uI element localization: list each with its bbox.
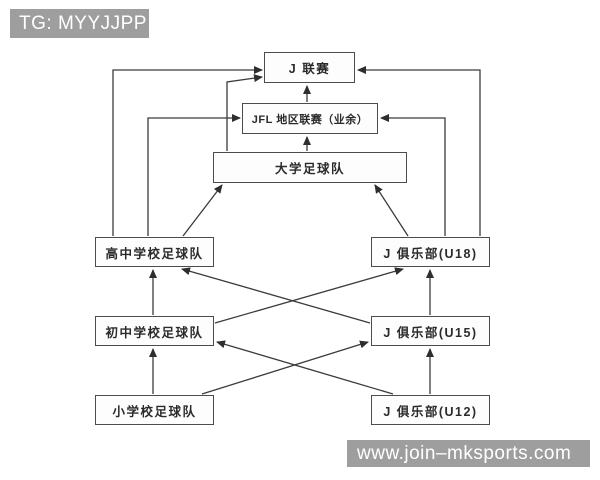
edge-u12-to-junior-high [216,340,394,395]
edge-junior-high-to-u18 [214,267,404,324]
node-j-club-u18: J 俱乐部(U18) [371,237,490,267]
node-label: J 联赛 [288,62,331,76]
edge-u18-to-university [374,184,409,237]
node-university-team: 大学足球队 [213,152,407,183]
edge-elementary-to-u15 [201,340,369,395]
node-label: JFL 地区联赛（业余） [251,113,369,126]
node-label: 初中学校足球队 [105,325,204,340]
site-watermark: www.join–mksports.com [347,440,590,467]
edge-u15-to-high-school [181,267,371,324]
edge-u18-to-j-league [357,66,481,236]
edge-university-to-j-league [226,74,263,151]
node-high-school-team: 高中学校足球队 [95,237,214,267]
edge-high-school-to-j-league [112,66,263,236]
node-junior-high-team: 初中学校足球队 [95,316,214,346]
node-j-club-u12: J 俱乐部(U12) [371,395,490,425]
node-j-club-u15: J 俱乐部(U15) [371,316,490,346]
node-label: 大学足球队 [274,162,345,176]
edge-u18-to-jfl [380,114,446,236]
node-label: J 俱乐部(U12) [383,404,478,419]
edge-high-school-to-university [182,184,223,237]
telegram-watermark: TG: MYYJJPP [10,9,149,38]
node-label: J 俱乐部(U18) [383,246,478,261]
node-j-league: J 联赛 [264,52,355,83]
node-jfl-regional-league: JFL 地区联赛（业余） [242,103,378,134]
node-label: 小学校足球队 [112,404,197,419]
node-label: 高中学校足球队 [105,246,204,261]
edge-high-school-to-jfl [147,114,241,236]
node-label: J 俱乐部(U15) [383,325,478,340]
node-elementary-team: 小学校足球队 [95,395,214,425]
